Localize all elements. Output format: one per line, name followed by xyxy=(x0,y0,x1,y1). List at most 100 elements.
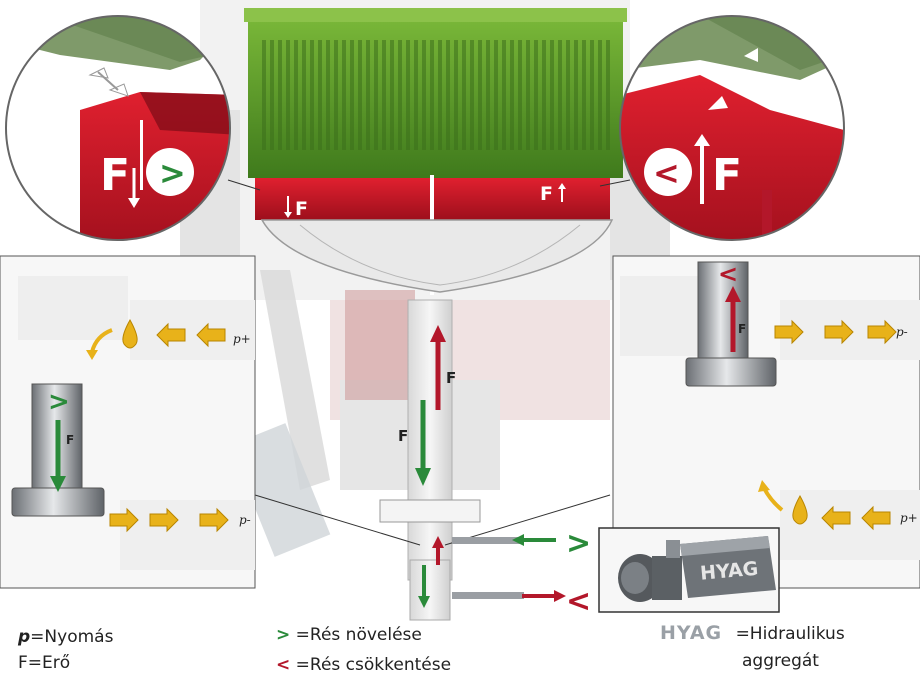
force-label-ring-left: F xyxy=(295,198,308,220)
mantle-rib xyxy=(518,40,522,150)
legend-force: F=Erő xyxy=(18,653,71,673)
left-circle-increase-chevron: > xyxy=(159,154,186,192)
oil-flow-arrow xyxy=(824,319,854,345)
mantle-rib xyxy=(286,40,290,150)
mantle-rib xyxy=(438,40,442,150)
callout-lines xyxy=(227,179,631,546)
main-shaft xyxy=(379,299,481,621)
mantle-rib xyxy=(382,40,386,150)
mantle-rib xyxy=(566,40,570,150)
ring-force-left xyxy=(284,196,292,218)
legend-hyag-text2: aggregát xyxy=(742,651,819,671)
mantle-rib xyxy=(606,40,610,150)
legend-hyag-text1: =Hidraulikus xyxy=(735,624,845,644)
oil-flow-arrow xyxy=(867,319,897,345)
legend-decrease: < =Rés csökkentése xyxy=(276,654,451,676)
left-piston-force-label: F xyxy=(66,433,74,447)
mantle-rib xyxy=(406,40,410,150)
mantle-rib xyxy=(326,40,330,150)
bowl xyxy=(260,219,614,293)
mantle-rib xyxy=(462,40,466,150)
oil-flow-arrow xyxy=(196,322,226,348)
left-inset-pressure-plus: p+ xyxy=(233,332,251,346)
mantle-rib xyxy=(270,40,274,150)
hose-increase-chevron: > xyxy=(566,526,591,561)
mantle-rib xyxy=(478,40,482,150)
mantle-rib xyxy=(398,40,402,150)
legend-pressure: p=Nyomás xyxy=(18,626,113,648)
mantle-rib xyxy=(374,40,378,150)
mantle-rib xyxy=(278,40,282,150)
force-label-ring-right: F xyxy=(540,183,553,205)
left-inset-pressure-minus: p- xyxy=(239,513,251,527)
hydraulic-lines xyxy=(452,534,566,602)
oil-flow-arrow xyxy=(774,319,804,345)
oil-flow-arrow xyxy=(199,507,229,533)
mantle-rib xyxy=(358,40,362,150)
mantle-rib xyxy=(454,40,458,150)
left-piston-increase-chevron: > xyxy=(48,387,70,417)
left-inset-panel xyxy=(0,255,256,589)
concave-ring xyxy=(255,175,610,295)
right-piston-force-label: F xyxy=(738,322,746,336)
oil-flow-arrow xyxy=(861,505,891,531)
mantle-rib xyxy=(558,40,562,150)
mantle-rib xyxy=(422,40,426,150)
mantle-rib xyxy=(310,40,314,150)
mantle-rib xyxy=(550,40,554,150)
legend-hyag: HYAG =Hidraulikus xyxy=(660,622,845,645)
mantle-rib xyxy=(294,40,298,150)
oil-flow-arrow xyxy=(109,507,139,533)
right-circle-decrease-chevron: < xyxy=(653,154,680,192)
mantle-rib xyxy=(486,40,490,150)
mantle-rib xyxy=(262,40,266,150)
right-inset-pressure-plus: p+ xyxy=(900,511,918,525)
mantle-rib xyxy=(366,40,370,150)
mantle-rib xyxy=(470,40,474,150)
legend-p-text: =Nyomás xyxy=(30,627,114,647)
green-mantle xyxy=(244,8,627,178)
right-circle-force-label: F xyxy=(712,150,742,201)
mantle-rib xyxy=(334,40,338,150)
hose-decrease-chevron: < xyxy=(566,584,591,619)
mantle-rib xyxy=(510,40,514,150)
mantle-rib xyxy=(598,40,602,150)
legend-increase-chevron: > xyxy=(276,625,291,645)
force-label-shaft-down: F xyxy=(398,427,408,445)
oil-flow-arrow xyxy=(821,505,851,531)
legend-decrease-text: =Rés csökkentése xyxy=(295,655,452,675)
hyag-unit-label: HYAG xyxy=(699,558,759,585)
mantle-rib xyxy=(590,40,594,150)
right-inset-pressure-minus: p- xyxy=(896,325,908,339)
legend-p-symbol: p xyxy=(18,627,31,647)
legend-hyag-logo: HYAG xyxy=(660,622,723,644)
mantle-rib xyxy=(542,40,546,150)
mantle-rib xyxy=(430,40,434,150)
shaft-force-arrows xyxy=(415,325,446,608)
mantle-rib xyxy=(342,40,346,150)
mantle-rib xyxy=(494,40,498,150)
oil-flow-arrow xyxy=(149,507,179,533)
right-piston-decrease-chevron: < xyxy=(718,260,738,288)
mantle-rib xyxy=(390,40,394,150)
mantle-rib xyxy=(534,40,538,150)
left-circle-force-label: F xyxy=(100,150,130,201)
mantle-rib xyxy=(302,40,306,150)
mantle-rib xyxy=(582,40,586,150)
legend-increase-text: =Rés növelése xyxy=(295,625,422,645)
oil-flow-arrow xyxy=(156,322,186,348)
force-label-shaft-up: F xyxy=(446,369,456,387)
mantle-rib xyxy=(574,40,578,150)
mantle-rib xyxy=(526,40,530,150)
mantle-rib xyxy=(350,40,354,150)
mantle-rib xyxy=(318,40,322,150)
legend-increase: > =Rés növelése xyxy=(276,624,422,646)
mantle-rib xyxy=(502,40,506,150)
mantle-rib xyxy=(414,40,418,150)
hyag-unit xyxy=(598,527,780,613)
left-oil-drop-icon xyxy=(86,318,138,360)
right-oil-drop-icon xyxy=(758,480,808,525)
ring-force-right xyxy=(558,183,566,202)
legend-decrease-chevron: < xyxy=(276,655,291,675)
